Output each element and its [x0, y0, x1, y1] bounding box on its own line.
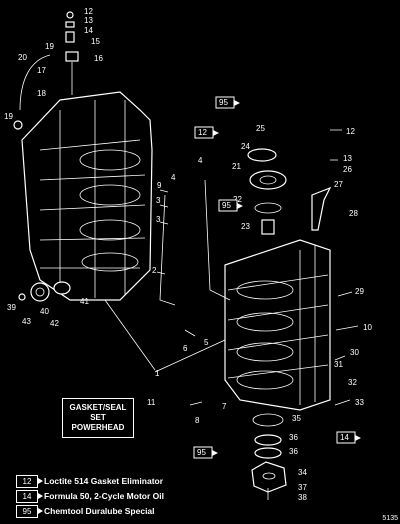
leader-lines: [62, 299, 226, 403]
callout-19: 19: [4, 112, 13, 121]
gasket-box-line3: POWERHEAD: [71, 423, 125, 432]
legend-text: Formula 50, 2-Cycle Motor Oil: [44, 491, 164, 501]
callout-4: 4: [171, 173, 176, 182]
callout-12: 12: [346, 127, 355, 136]
bolts: [156, 129, 359, 500]
callout-5: 5: [204, 338, 209, 347]
legend-item-formula50: 14 Formula 50, 2-Cycle Motor Oil: [16, 489, 276, 503]
callout-19: 19: [45, 42, 54, 51]
callout-37: 37: [298, 483, 307, 492]
callout-30: 30: [350, 348, 359, 357]
legend-tag: 95: [16, 504, 43, 518]
callout-23: 23: [241, 222, 250, 231]
bracket: [311, 186, 332, 231]
callout-11: 11: [147, 398, 156, 407]
callout-8: 8: [195, 416, 200, 425]
callout-20: 20: [18, 53, 27, 62]
callout-9: 9: [157, 181, 162, 190]
bottom-bearing: [251, 413, 287, 493]
callout-17: 17: [37, 66, 46, 75]
callout-40: 40: [40, 307, 49, 316]
product-tag-95: 95: [215, 96, 240, 109]
callout-32: 32: [348, 378, 357, 387]
legend-item-loctite: 12 Loctite 514 Gasket Eliminator: [16, 474, 276, 488]
gasket-seal-set-box: GASKET/SEAL SET POWERHEAD: [62, 398, 134, 438]
product-tag-95: 95: [193, 446, 218, 459]
svg-text:95: 95: [219, 98, 228, 107]
callout-28: 28: [349, 209, 358, 218]
callout-33: 33: [355, 398, 364, 407]
figure-number: 5135: [382, 515, 398, 522]
gasket-box-line2: SET: [90, 413, 106, 422]
gasket-box-line1: GASKET/SEAL: [69, 403, 127, 412]
callout-6: 6: [183, 344, 188, 353]
callout-29: 29: [355, 287, 364, 296]
top-fittings: [13, 11, 79, 130]
svg-text:12: 12: [198, 128, 207, 137]
callout-7: 7: [222, 402, 227, 411]
svg-text:95: 95: [197, 448, 206, 457]
legend-tag: 12: [16, 474, 43, 488]
callout-14: 14: [84, 26, 93, 35]
callout-27: 27: [334, 180, 343, 189]
callout-36: 36: [289, 433, 298, 442]
callout-labels: 1213141516192017181925241213262194433222…: [4, 7, 372, 502]
callout-39: 39: [7, 303, 16, 312]
callout-36: 36: [289, 447, 298, 456]
callout-4: 4: [198, 156, 203, 165]
top-bearing: [247, 148, 287, 235]
product-tag-14: 14: [336, 431, 361, 444]
legend-text: Chemtool Duralube Special: [44, 506, 155, 516]
callout-24: 24: [241, 142, 250, 151]
legend-item-duralube: 95 Chemtool Duralube Special: [16, 504, 276, 518]
callout-16: 16: [94, 54, 103, 63]
product-tag-12: 12: [194, 126, 219, 139]
callout-13: 13: [343, 154, 352, 163]
callout-43: 43: [22, 317, 31, 326]
callout-35: 35: [292, 414, 301, 423]
callout-10: 10: [363, 323, 372, 332]
callout-1: 1: [155, 369, 160, 378]
callout-38: 38: [298, 493, 307, 502]
callout-22: 22: [233, 195, 242, 204]
thermostat-cover: [18, 281, 71, 302]
product-tag-95: 95: [218, 199, 243, 212]
crankcase-cover: [21, 91, 153, 301]
callout-21: 21: [232, 162, 241, 171]
svg-text:14: 14: [340, 433, 349, 442]
product-tags: 95 12 95 14 95: [193, 96, 361, 459]
callout-42: 42: [50, 319, 59, 328]
callout-2: 2: [152, 266, 157, 275]
callout-12: 12: [84, 7, 93, 16]
callout-34: 34: [298, 468, 307, 477]
callout-13: 13: [84, 16, 93, 25]
callout-15: 15: [91, 37, 100, 46]
callout-3: 3: [156, 196, 161, 205]
cylinder-block: [224, 239, 331, 411]
legend-tag: 14: [16, 489, 43, 503]
legend-text: Loctite 514 Gasket Eliminator: [44, 476, 164, 486]
callout-18: 18: [37, 89, 46, 98]
callout-25: 25: [256, 124, 265, 133]
callout-31: 31: [334, 360, 343, 369]
callout-3: 3: [156, 215, 161, 224]
callout-41: 41: [80, 297, 89, 306]
hoses: [19, 54, 231, 306]
svg-text:95: 95: [222, 201, 231, 210]
callout-26: 26: [343, 165, 352, 174]
